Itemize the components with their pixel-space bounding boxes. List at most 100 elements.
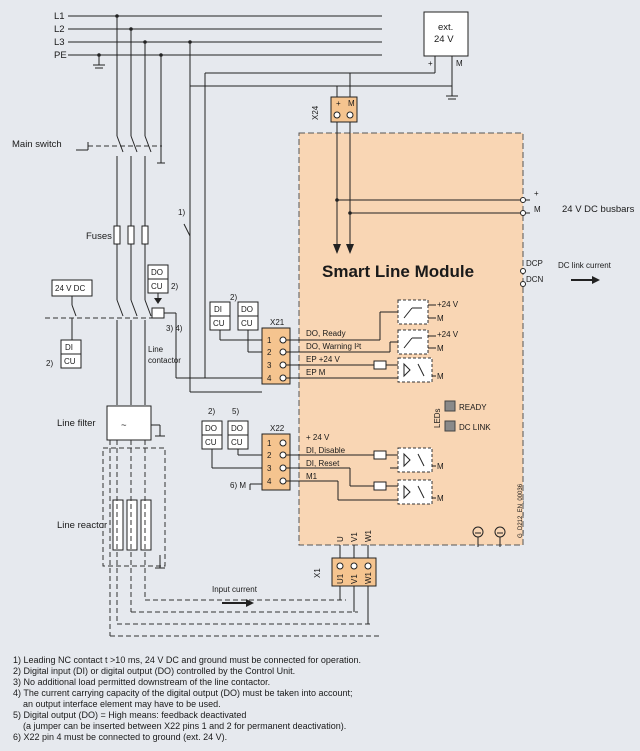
x21-signal-1: DO, Ready (306, 329, 346, 338)
x21-v24a: +24 V (437, 300, 459, 309)
x22-wiring (211, 439, 436, 505)
x22-signal-2: DI, Disable (306, 446, 346, 455)
led-ready (444, 400, 456, 412)
footnotes: 1) Leading NC contact t >10 ms, 24 V DC … (13, 655, 613, 743)
footnote: 6) X22 pin 4 must be connected to ground… (13, 732, 228, 742)
x21-cu2-label: CU (241, 319, 253, 328)
footnote: an output interface element may have to … (13, 699, 221, 709)
ext-supply-plus: + (428, 59, 433, 68)
x21-pin-3: 3 (267, 361, 272, 370)
footnote: 5) Digital output (DO) = High means: fee… (13, 710, 247, 720)
cu-contactor-label: CU (151, 282, 163, 291)
x21-pin-2: 2 (267, 348, 272, 357)
ext-24v-supply (423, 11, 469, 57)
x22-pin-1: 1 (267, 439, 272, 448)
line-contactor-line2: contactor (148, 356, 181, 365)
module-title: Smart Line Module (322, 262, 474, 281)
input-current-label: Input current (212, 585, 258, 594)
x24-plus: + (336, 99, 341, 108)
x24-wires (333, 73, 354, 254)
x22-pin-3: 3 (267, 464, 272, 473)
x22-label: X22 (270, 424, 285, 433)
x21-v24b: +24 V (437, 330, 459, 339)
fuses (113, 225, 149, 245)
x1-bottom-2: V1 (350, 574, 359, 584)
x21-label: X21 (270, 318, 285, 327)
ext-supply-line2: 24 V (434, 34, 454, 45)
x21-signal-3: EP +24 V (306, 355, 341, 364)
doc-id: G_D212_EN_00036 (518, 483, 524, 538)
x22-pin-4: 4 (267, 477, 272, 486)
x22-pin-2: 2 (267, 451, 272, 460)
x21-cu1-label: CU (213, 319, 225, 328)
x22-m-a: M (437, 462, 444, 471)
x22-signal-3: DI, Reset (306, 459, 340, 468)
module-pe-grounds (472, 526, 506, 547)
x22-m-b: M (437, 494, 444, 503)
note-ref-1: 1) (178, 208, 185, 217)
x1-top-1: U (336, 536, 345, 542)
x22-do1-label: DO (205, 424, 217, 433)
x22-signal-4: M1 (306, 472, 318, 481)
do-cu-contactor-ref: 2) (171, 282, 178, 291)
line-pe-label: PE (54, 50, 67, 61)
x22-signal-1: + 24 V (306, 433, 330, 442)
line-filter-ground (151, 424, 165, 437)
footnote: 1) Leading NC contact t >10 ms, 24 V DC … (13, 655, 361, 665)
contactor-ref-34: 3) 4) (166, 324, 183, 333)
x1-bottom-3: W1 (364, 571, 373, 584)
mains-lines (68, 14, 382, 69)
x21-wiring (219, 299, 436, 383)
ext-supply-minus: M (456, 59, 463, 68)
di-left-label: DI (65, 343, 73, 352)
main-switch (76, 142, 162, 151)
footnote: (a jumper can be inserted between X22 pi… (13, 721, 347, 731)
line-l1-label: L1 (54, 11, 65, 22)
ext-supply-line1: ext. (438, 22, 453, 33)
footnote: 3) No additional load permitted downstre… (13, 677, 271, 687)
x1-top-2: V1 (350, 532, 359, 542)
do-contactor-label: DO (151, 268, 163, 277)
line-filter-label: Line filter (57, 418, 96, 429)
x22-do2-label: DO (231, 424, 243, 433)
dcn-label: DCN (526, 275, 544, 284)
x22-ref5: 5) (232, 407, 239, 416)
dc-link-current-label: DC link current (558, 261, 612, 270)
x21-do-label: DO (241, 305, 253, 314)
x22-ref6: 6) M (230, 481, 246, 490)
x1-contacts (336, 545, 372, 624)
line-l2-label: L2 (54, 24, 65, 35)
x22-cu2-label: CU (231, 438, 243, 447)
led-ready-label: READY (459, 403, 487, 412)
x22-cu1-label: CU (205, 438, 217, 447)
line-reactor (102, 440, 382, 637)
dcp-label: DCP (526, 259, 543, 268)
footnote: 4) The current carrying capacity of the … (13, 688, 353, 698)
x22-ref2: 2) (208, 407, 215, 416)
line-filter-box (106, 405, 152, 441)
busbar-minus: M (534, 205, 541, 214)
x21-m-c: M (437, 372, 444, 381)
line-l3-label: L3 (54, 37, 65, 48)
x1-bottom-1: U1 (336, 573, 345, 584)
line-filter-symbol: ~ (121, 420, 127, 431)
x21-ref: 2) (230, 293, 237, 302)
input-current-arrow (222, 599, 254, 607)
led-dc-link-label: DC LINK (459, 423, 491, 432)
busbar-plus: + (534, 189, 539, 198)
nc-contact (183, 223, 191, 237)
line-contactor-line1: Line (148, 345, 164, 354)
x24-label: X24 (311, 105, 320, 120)
x24-minus: M (348, 99, 355, 108)
busbar-label: 24 V DC busbars (562, 204, 635, 215)
fuses-label: Fuses (86, 231, 112, 242)
x21-terminal (261, 327, 291, 385)
di-cu-left-ref: 2) (46, 359, 53, 368)
busbar-wires (335, 197, 530, 216)
cu-left-label: CU (64, 357, 76, 366)
led-dc-link (444, 420, 456, 432)
contactor-coil (116, 293, 262, 405)
x21-pin-4: 4 (267, 374, 272, 383)
main-switch-label: Main switch (12, 139, 62, 150)
